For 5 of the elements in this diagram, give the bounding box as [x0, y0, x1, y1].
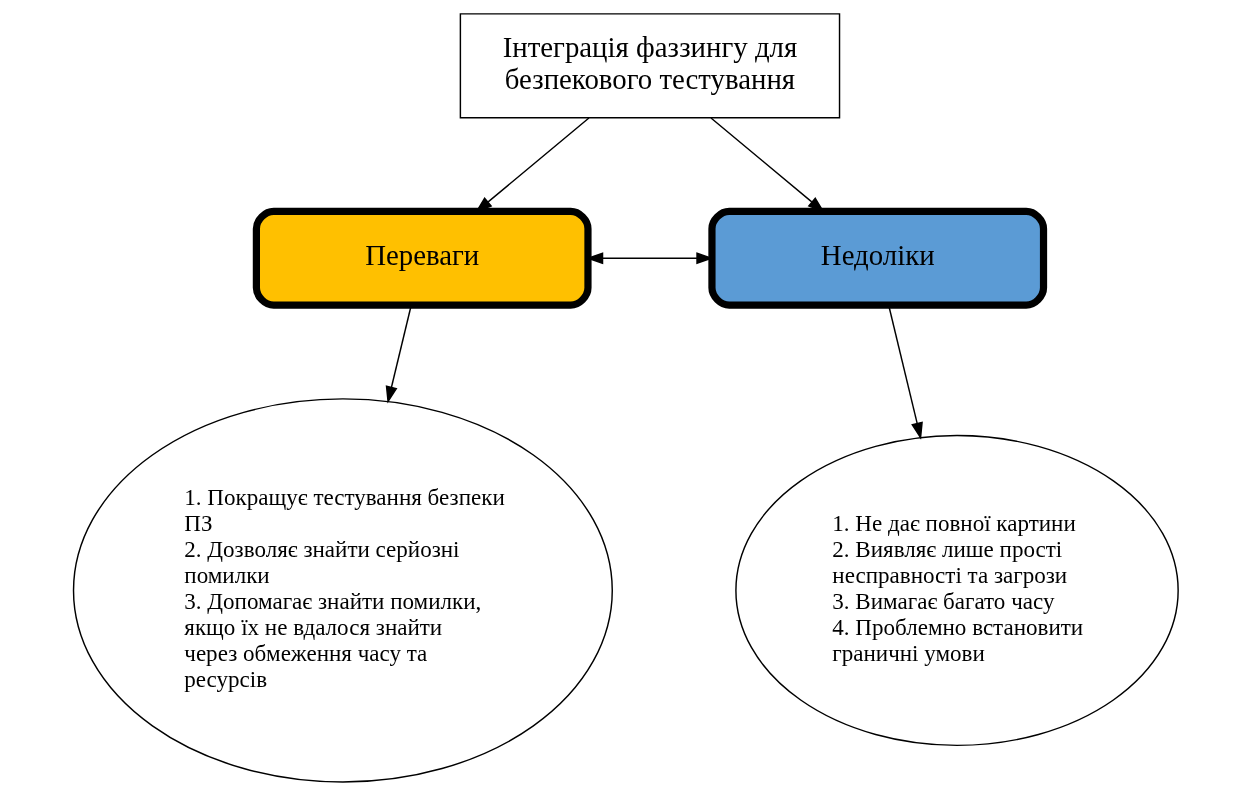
node-box: Недоліки	[708, 207, 1048, 309]
node-ellipse: 1. Покращує тестування безпеки ПЗ 2. Дозволяє знайти серйозні помилки 3. Допомагає знайти помилки, якщо їх не вдалося знайти через обмеження часу та ресурсів	[72, 398, 613, 783]
node-box: Переваги	[252, 207, 592, 309]
node-ellipse: 1. Не дає повної картини 2. Виявляє лише прості несправності та загрози 3. Вимагає багато часу 4. Проблемно встановити граничні умови	[735, 434, 1179, 747]
node-box: Інтеграція фаззингу для безпекового тестування	[459, 13, 841, 119]
